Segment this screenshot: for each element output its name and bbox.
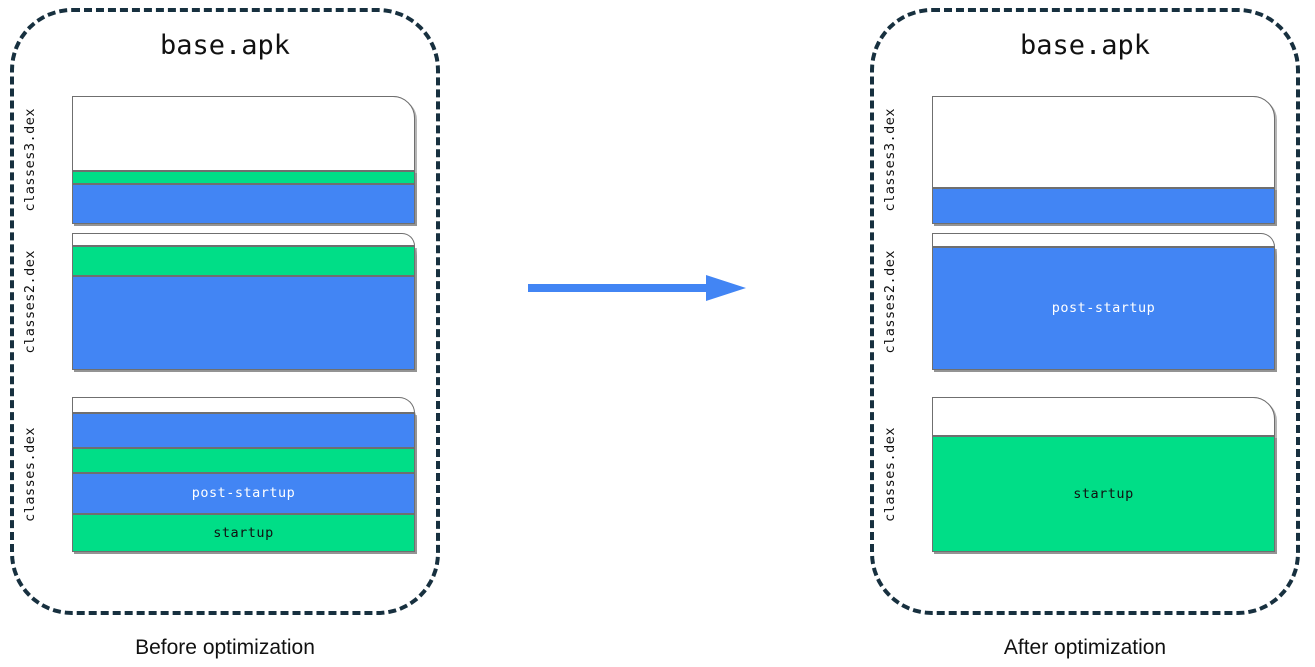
dex-segment-stack: post-startup startup <box>72 397 415 552</box>
dex-segment-blue-post-startup: post-startup <box>932 246 1275 370</box>
segment-label: startup <box>213 525 274 541</box>
dex-segment-white <box>72 397 415 414</box>
dex-segment-green-startup: startup <box>72 514 415 552</box>
segment-label: post-startup <box>191 485 296 502</box>
dex-segment-stack <box>72 96 415 224</box>
dex-segment-white <box>932 397 1275 436</box>
segment-label: post-startup <box>1051 300 1156 317</box>
dex-label-text: classes3.dex <box>882 108 898 212</box>
apk-title-after: base.apk <box>1019 30 1151 61</box>
arrow-right-icon <box>528 275 746 301</box>
dex-block-classes3-dex: classes3.dex <box>882 96 1275 224</box>
dex-segment-blue-post-startup: post-startup <box>72 472 415 514</box>
dex-label-classes2-dex: classes2.dex <box>18 233 42 370</box>
dex-label-text: classes3.dex <box>22 108 38 212</box>
dex-label-text: classes2.dex <box>882 249 898 354</box>
dex-segment-blue <box>72 184 415 224</box>
caption-before: Before optimization <box>135 636 315 659</box>
dex-segment-green-startup: startup <box>932 435 1275 552</box>
dex-label-classes3-dex: classes3.dex <box>18 96 42 224</box>
dex-block-classes3-dex: classes3.dex <box>22 96 415 224</box>
dex-segment-green <box>72 448 415 473</box>
dex-segment-stack: post-startup <box>932 233 1275 370</box>
dex-block-classes-dex: classes.dex startup <box>882 397 1275 552</box>
dex-segment-blue <box>72 276 415 370</box>
segment-label: startup <box>1073 485 1134 502</box>
caption-after: After optimization <box>1003 636 1167 659</box>
dex-segment-white <box>72 233 415 246</box>
apk-container-outline-after <box>870 8 1300 615</box>
dex-segment-blue <box>932 187 1275 224</box>
dex-label-text: classes.dex <box>22 427 38 522</box>
dex-block-classes2-dex: classes2.dex post-startup <box>882 233 1275 370</box>
dex-segment-white <box>932 96 1275 188</box>
transformation-arrow <box>528 272 746 304</box>
dex-segment-stack <box>72 233 415 370</box>
dex-label-text: classes.dex <box>882 427 898 522</box>
dex-segment-stack <box>932 96 1275 224</box>
apk-title-before: base.apk <box>159 30 291 61</box>
dex-segment-white <box>72 96 415 171</box>
dex-segment-white <box>932 233 1275 247</box>
dex-block-classes2-dex: classes2.dex <box>22 233 415 370</box>
dex-label-classes-dex: classes.dex <box>878 397 902 552</box>
dex-segment-green <box>72 170 415 185</box>
dex-segment-blue <box>72 413 415 449</box>
dex-label-classes3-dex: classes3.dex <box>878 96 902 224</box>
dex-segment-stack: startup <box>932 397 1275 552</box>
after-panel: base.apk classes3.dex classes2.dex post-st… <box>870 8 1300 615</box>
dex-label-classes-dex: classes.dex <box>18 397 42 552</box>
apk-container-outline-before <box>10 8 440 615</box>
dex-block-classes-dex: classes.dex post-startup startup <box>22 397 415 552</box>
dex-label-text: classes2.dex <box>22 249 38 354</box>
dex-segment-green <box>72 246 415 277</box>
dex-label-classes2-dex: classes2.dex <box>878 233 902 370</box>
before-panel: base.apk classes3.dex classes2.dex classes… <box>10 8 440 615</box>
